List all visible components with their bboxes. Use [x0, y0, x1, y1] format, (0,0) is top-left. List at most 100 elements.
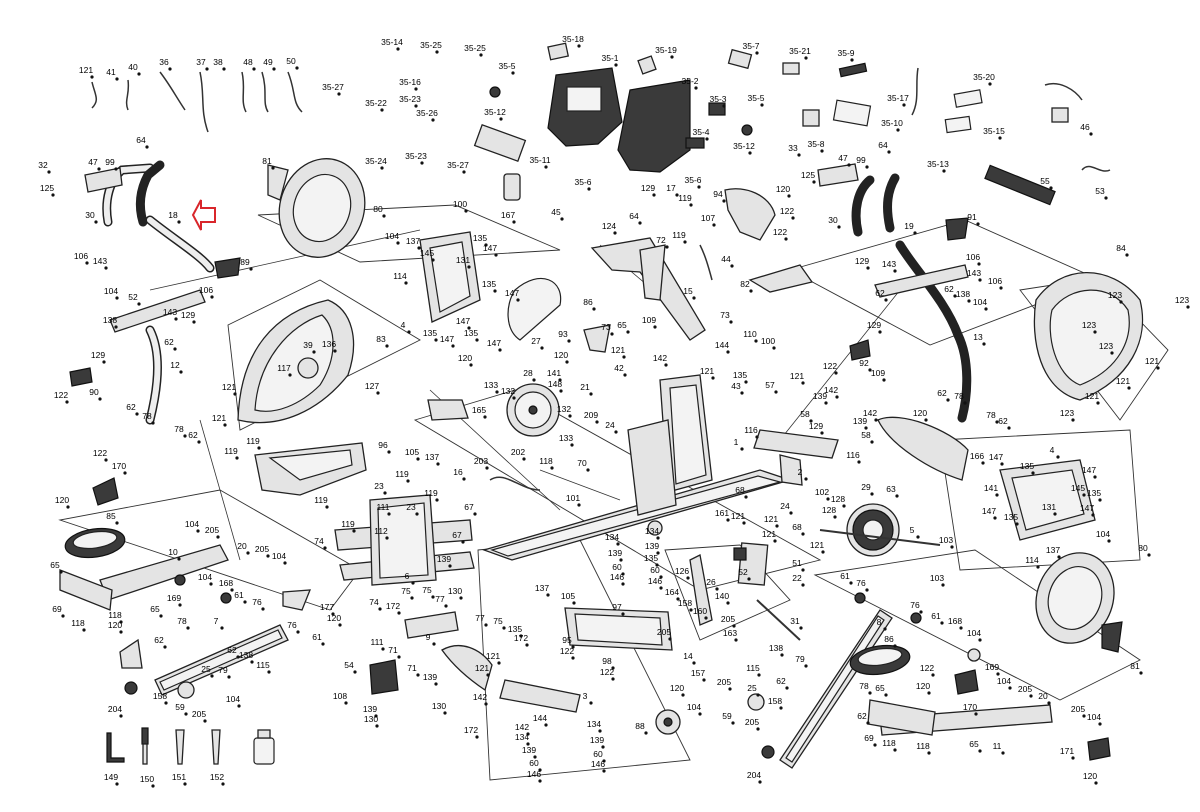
part-label-65: 65 — [50, 560, 60, 570]
leader-dot — [1104, 196, 1108, 200]
part-label-138: 138 — [103, 315, 117, 325]
part-label-135: 135 — [423, 328, 437, 338]
part-label-168: 168 — [948, 616, 962, 626]
part-label-100: 100 — [761, 336, 775, 346]
leader-dot — [868, 691, 872, 695]
leader-dot — [567, 339, 571, 343]
part-label-139: 139 — [437, 554, 451, 564]
part-label-130: 130 — [448, 586, 462, 596]
part-label-106: 106 — [966, 252, 980, 262]
part-label-120: 120 — [776, 184, 790, 194]
part-label-22: 22 — [792, 573, 802, 583]
leader-dot — [946, 398, 950, 402]
leader-dot — [484, 702, 488, 706]
leader-dot — [236, 655, 240, 659]
leader-dot — [614, 63, 618, 67]
leader-dot — [653, 325, 657, 329]
part-label-85: 85 — [106, 511, 116, 521]
leader-dot — [698, 712, 702, 716]
part-label-75: 75 — [422, 585, 432, 595]
leader-dot — [884, 693, 888, 697]
link-arms — [69, 163, 969, 387]
leader-dot — [288, 373, 292, 377]
part-label-104: 104 — [1096, 529, 1110, 539]
part-label-104: 104 — [1087, 712, 1101, 722]
part-label-120: 120 — [916, 681, 930, 691]
leader-dot — [931, 673, 935, 677]
part-label-138: 138 — [956, 289, 970, 299]
leader-dot — [732, 624, 736, 628]
leader-dot — [747, 577, 751, 581]
part-label-35-15: 35-15 — [983, 126, 1005, 136]
leader-dot — [565, 360, 569, 364]
part-label-62: 62 — [154, 635, 164, 645]
leader-dot — [494, 253, 498, 257]
leader-dot — [694, 86, 698, 90]
leader-dot — [451, 344, 455, 348]
leader-dot — [387, 512, 391, 516]
leader-dot — [526, 732, 530, 736]
part-label-147: 147 — [440, 334, 454, 344]
leader-dot — [406, 479, 410, 483]
part-label-129: 129 — [91, 350, 105, 360]
leader-dot — [51, 193, 55, 197]
part-label-110: 110 — [743, 329, 757, 339]
leader-dot — [847, 163, 851, 167]
part-label-41: 41 — [106, 67, 116, 77]
part-label-115: 115 — [256, 660, 270, 670]
part-label-167: 167 — [501, 210, 515, 220]
leader-dot — [221, 782, 225, 786]
leader-dot — [1031, 471, 1035, 475]
part-label-134: 134 — [645, 526, 659, 536]
part-label-31: 31 — [790, 616, 800, 626]
part-label-74: 74 — [314, 536, 324, 546]
part-label-19: 19 — [904, 221, 914, 231]
part-label-91: 91 — [967, 212, 977, 222]
leader-dot — [352, 529, 356, 533]
part-label-136: 136 — [322, 339, 336, 349]
leader-dot — [784, 237, 788, 241]
leader-dot — [417, 246, 421, 250]
leader-dot — [374, 714, 378, 718]
leader-dot — [572, 601, 576, 605]
part-label-62: 62 — [164, 337, 174, 347]
part-label-35-23: 35-23 — [399, 94, 421, 104]
part-label-52: 52 — [128, 292, 138, 302]
part-label-149: 149 — [104, 772, 118, 782]
part-label-68: 68 — [792, 522, 802, 532]
part-label-17: 17 — [666, 183, 676, 193]
leader-dot — [483, 415, 487, 419]
leader-dot — [950, 545, 954, 549]
leader-dot — [376, 391, 380, 395]
part-label-78: 78 — [859, 681, 869, 691]
part-label-78: 78 — [177, 616, 187, 626]
part-label-126: 126 — [675, 566, 689, 576]
part-label-111: 111 — [371, 637, 384, 647]
leader-dot — [731, 721, 735, 725]
part-label-137: 137 — [1046, 545, 1060, 555]
part-label-145: 145 — [1071, 483, 1085, 493]
leader-dot — [626, 330, 630, 334]
leader-dot — [779, 706, 783, 710]
leader-dot — [595, 420, 599, 424]
leader-dot — [47, 170, 51, 174]
part-label-135: 135 — [1020, 461, 1034, 471]
part-label-147: 147 — [1080, 503, 1094, 513]
leader-dot — [996, 672, 1000, 676]
part-label-59: 59 — [722, 711, 732, 721]
part-label-145: 145 — [420, 248, 434, 258]
part-label-138: 138 — [239, 650, 253, 660]
part-label-69: 69 — [52, 604, 62, 614]
part-label-108: 108 — [333, 691, 347, 701]
part-label-170: 170 — [112, 461, 126, 471]
part-label-140: 140 — [715, 591, 729, 601]
leader-dot — [611, 666, 615, 670]
leader-dot — [233, 392, 237, 396]
leader-dot — [611, 677, 615, 681]
leader-dot — [616, 542, 620, 546]
leader-dot — [416, 457, 420, 461]
leader-dot — [820, 431, 824, 435]
part-label-68: 68 — [735, 485, 745, 495]
part-label-111: 111 — [377, 502, 390, 512]
leader-dot — [444, 604, 448, 608]
